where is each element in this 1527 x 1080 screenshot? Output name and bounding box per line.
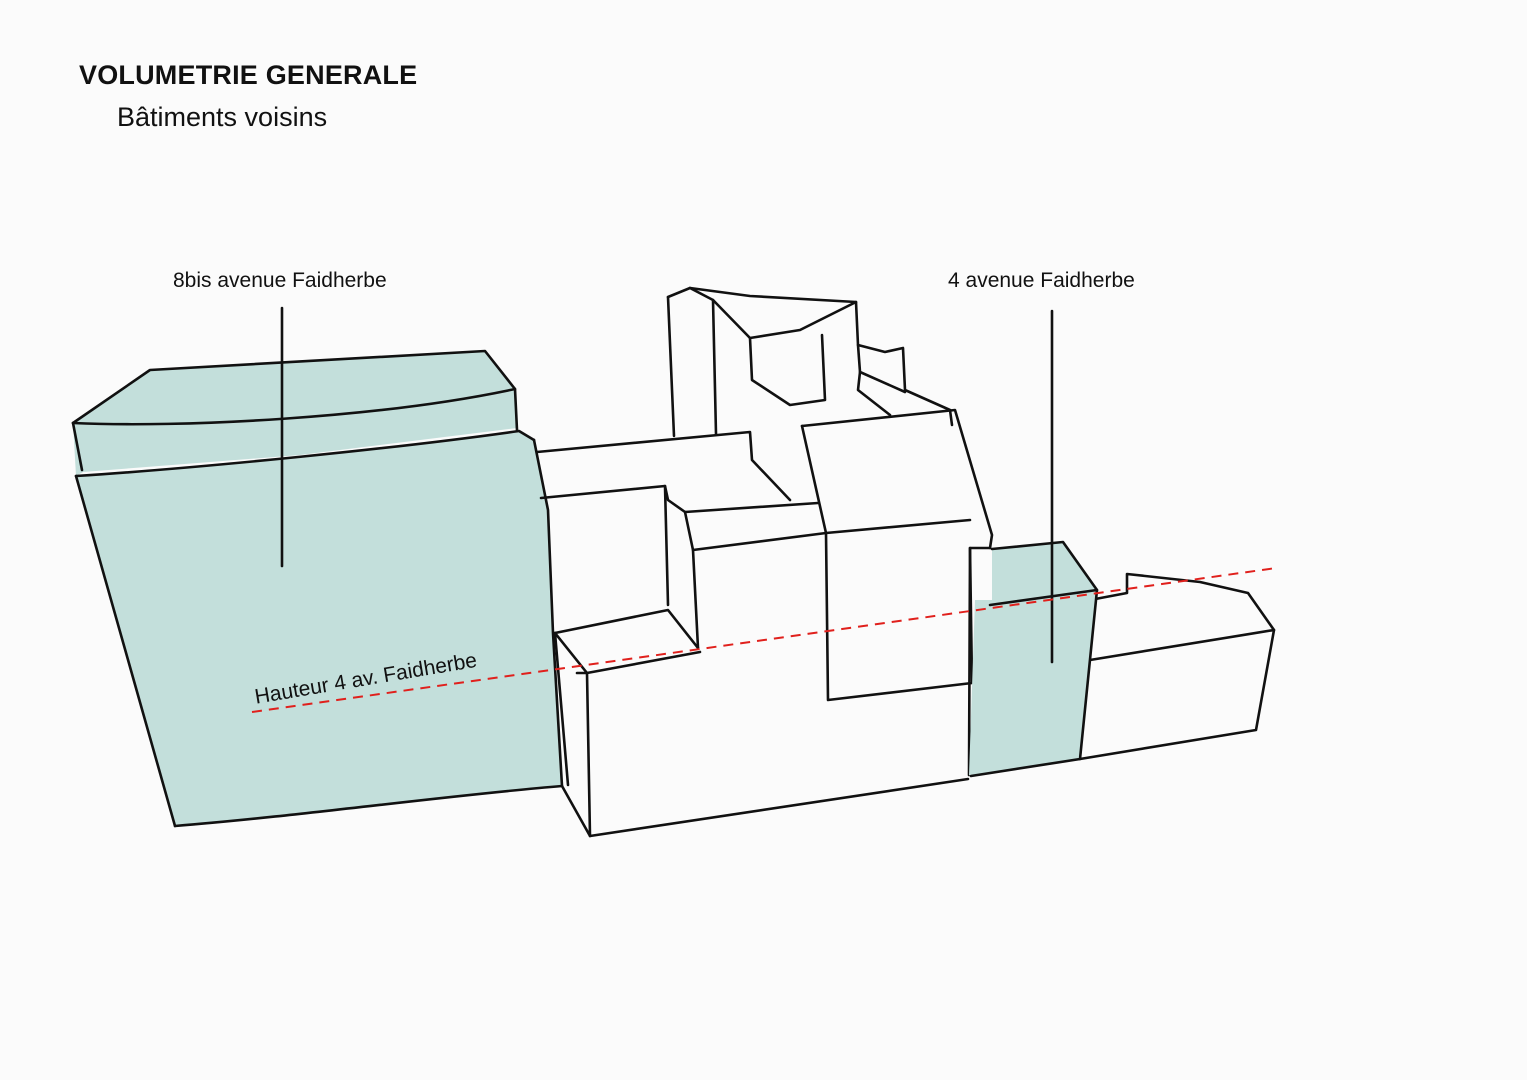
- height-reference-line: [251, 567, 1277, 713]
- project-volumes: [535, 286, 1276, 838]
- drawing-title: VOLUMETRIE GENERALE: [79, 60, 418, 90]
- neighbor-building-8bis: [71, 306, 564, 828]
- label-4-avenue: 4 avenue Faidherbe: [948, 269, 1135, 292]
- drawing-subtitle: Bâtiments voisins: [117, 102, 328, 132]
- neighbor-building-4: [969, 309, 1099, 778]
- label-8bis-avenue: 8bis avenue Faidherbe: [173, 269, 387, 292]
- neighbor-4-volume: [969, 542, 1097, 776]
- neighbor-8bis-facade: [76, 431, 562, 826]
- neighbor-8bis-roof: [73, 351, 517, 476]
